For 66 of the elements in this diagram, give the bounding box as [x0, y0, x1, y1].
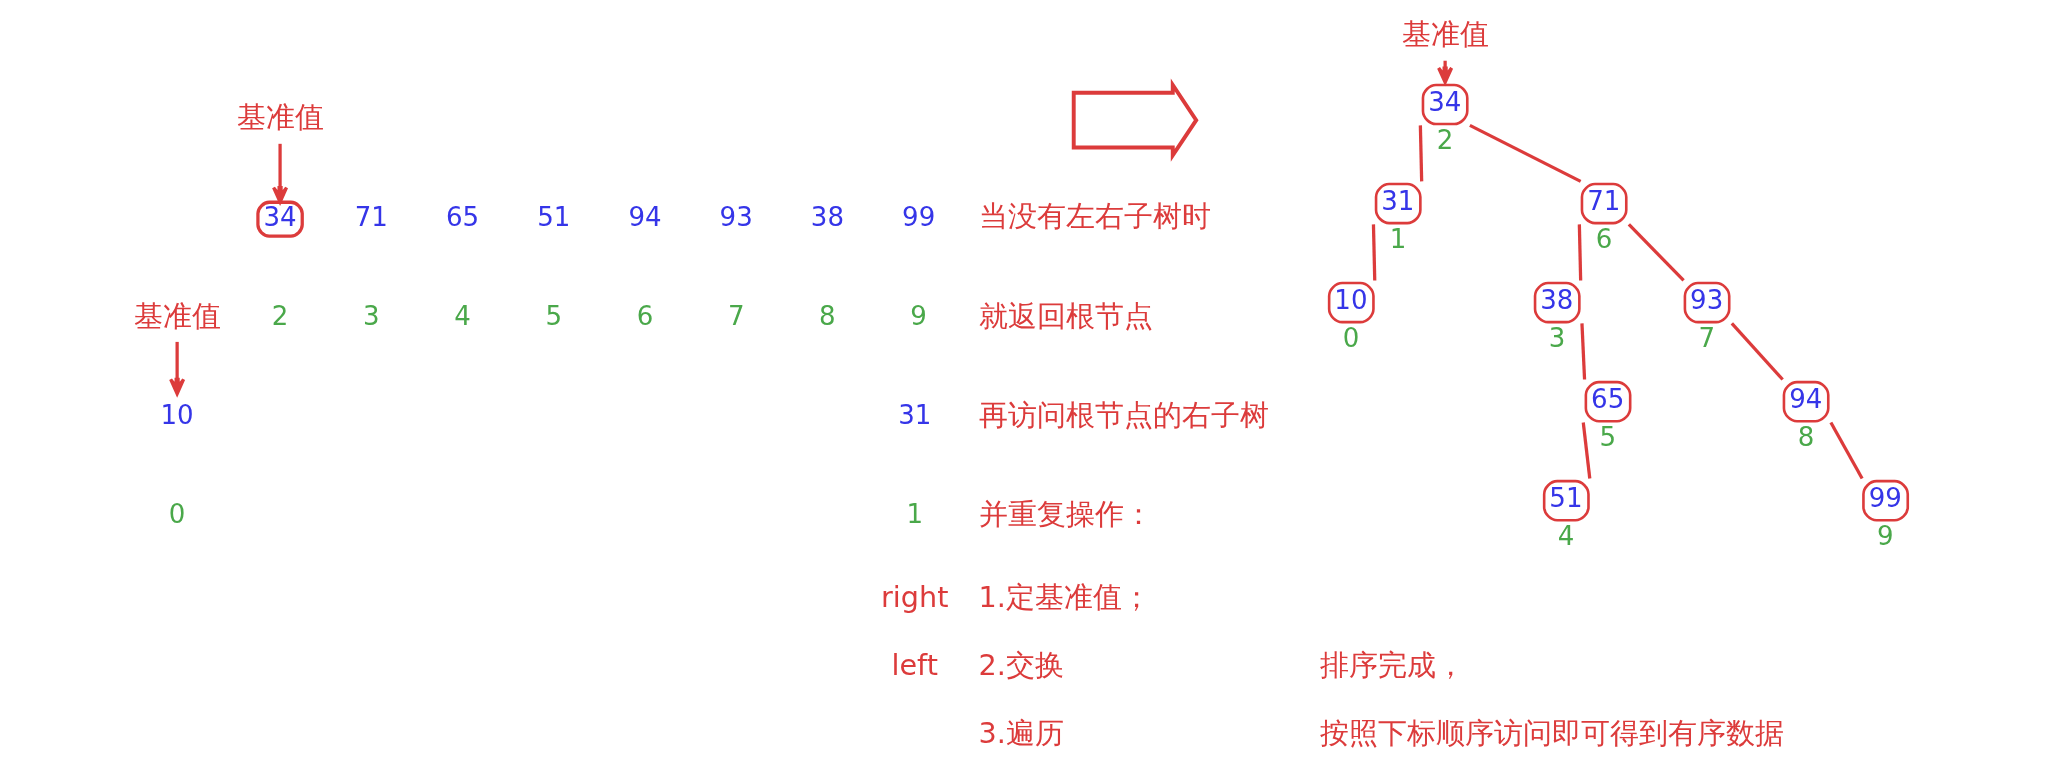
label: 94	[627, 201, 662, 232]
connector	[1468, 123, 1581, 183]
node-box: 99	[1861, 479, 1909, 522]
node-box: 71	[1580, 182, 1628, 225]
node-label: 2	[271, 300, 288, 331]
node-text: 基准值	[1401, 17, 1489, 52]
node-arrow	[1071, 78, 1199, 162]
node-label: 9	[1876, 520, 1894, 551]
label: 5	[544, 300, 562, 331]
node-box: 51	[1542, 479, 1590, 522]
node-label: 7	[1698, 322, 1715, 353]
label: 并重复操作：	[978, 496, 1153, 531]
label: 1.定基准值；	[978, 580, 1151, 615]
label: 7	[727, 300, 744, 331]
label: 再访问根节点的右子树	[978, 397, 1269, 432]
label: 9	[909, 300, 927, 331]
node-label: 2	[1436, 124, 1453, 155]
node-box: 34	[1421, 83, 1469, 126]
label: 93	[719, 201, 753, 232]
node-label: 6	[1595, 223, 1612, 254]
label: 3	[362, 300, 380, 331]
node-label: 0	[1342, 322, 1359, 353]
node-text: 基准值	[133, 298, 221, 333]
connector	[1828, 421, 1864, 480]
arrow	[271, 143, 288, 204]
label: 8	[818, 300, 836, 331]
node-label: 0	[168, 498, 185, 529]
node-text: 基准值	[236, 100, 324, 135]
label: 就返回根节点	[978, 298, 1153, 333]
connector	[1579, 323, 1586, 380]
node-text: 10	[160, 399, 194, 430]
label: 71	[354, 201, 388, 232]
label: 按照下标顺序访问即可得到有序数据	[1319, 715, 1784, 750]
node-label: 8	[1797, 421, 1814, 452]
connector	[1627, 223, 1685, 282]
node-box: 65	[1584, 380, 1631, 423]
node-label: 4	[1557, 520, 1574, 551]
label: 排序完成，	[1319, 647, 1465, 682]
label: 51	[536, 201, 570, 232]
node-label: 5	[1599, 421, 1616, 452]
label: 65	[445, 201, 479, 232]
node-box: 93	[1683, 281, 1731, 324]
node-box: 94	[1782, 380, 1830, 423]
label: 38	[810, 201, 844, 232]
node-label: 1	[1389, 223, 1406, 254]
label: 1	[905, 498, 923, 529]
node-box: 34	[255, 200, 304, 238]
label: 31	[897, 399, 931, 430]
node-label: 3	[1548, 322, 1565, 353]
connector	[1371, 224, 1376, 281]
label: 99	[901, 201, 935, 232]
connector	[1577, 224, 1582, 281]
label: right	[880, 580, 948, 615]
label: left	[891, 647, 938, 682]
arrow	[168, 341, 185, 396]
node-box: 38	[1533, 281, 1581, 324]
label: 4	[453, 300, 471, 331]
connector	[1418, 125, 1423, 182]
node-box: 31	[1374, 182, 1422, 225]
label: 2.交换	[978, 647, 1064, 682]
node-box: 10	[1327, 281, 1375, 324]
label: 当没有左右子树时	[978, 199, 1211, 234]
label: 6	[636, 300, 653, 331]
label: 3.遍历	[978, 715, 1064, 750]
connector	[1730, 322, 1784, 381]
connector	[1581, 422, 1591, 479]
